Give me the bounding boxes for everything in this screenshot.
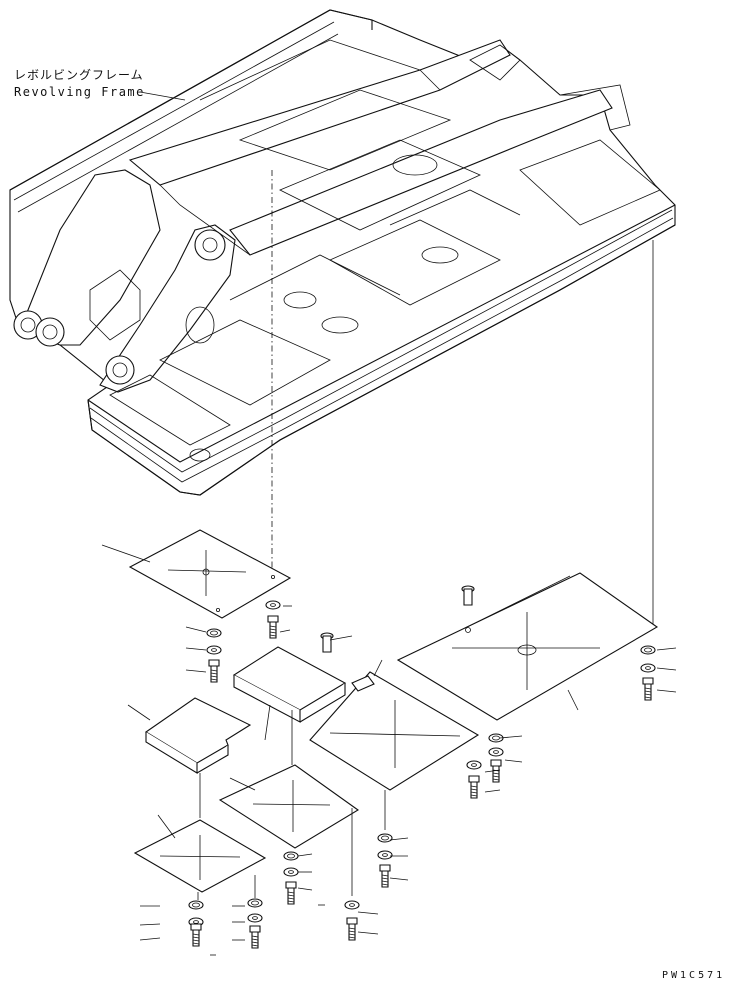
washer-hole [252, 916, 258, 920]
washer-hole [210, 630, 218, 636]
washer-hole [270, 603, 276, 607]
flat-washer [247, 913, 263, 923]
lock-washer [206, 628, 222, 638]
washer-hole [349, 903, 355, 907]
hex-bolt [379, 864, 391, 888]
lock-washer [377, 833, 393, 843]
lock-washer [283, 851, 299, 861]
hex-bolt [346, 917, 358, 941]
hex-bolt [642, 677, 654, 701]
lock-washer [247, 898, 263, 908]
flat-washer [488, 747, 504, 757]
hex-bolt [249, 925, 261, 949]
frame-skirt-front [87, 224, 676, 496]
washer-hole [287, 853, 295, 859]
cover-plate-middle [309, 659, 480, 791]
washer-hole [192, 902, 200, 908]
washer-hole [211, 648, 217, 652]
cover-plate-upper-left [101, 529, 292, 619]
locating-pin [320, 632, 334, 653]
lock-washer [188, 900, 204, 910]
cover-plate-lower-left [133, 814, 267, 893]
rubber-pad-upper [232, 646, 347, 741]
flat-washer [344, 900, 360, 910]
washer-hole [251, 900, 259, 906]
hex-bolt [208, 659, 220, 683]
washer-hole [288, 870, 294, 874]
hex-bolt [468, 775, 480, 799]
washer-hole [493, 750, 499, 754]
revolving-frame [9, 9, 676, 496]
drawing-number: PW1C571 [662, 970, 726, 981]
part-name-english: Revolving Frame [14, 85, 145, 99]
boom-bracket-left [19, 169, 161, 346]
flat-washer [283, 867, 299, 877]
flat-washer [265, 600, 281, 610]
flat-washer [640, 663, 656, 673]
washer-hole [644, 647, 652, 653]
washer-hole [381, 835, 389, 841]
locating-pin [461, 585, 475, 606]
washer-hole [382, 853, 388, 857]
flat-washer [466, 760, 482, 770]
washer-hole [492, 735, 500, 741]
fastener-set [188, 585, 656, 949]
washer-hole [645, 666, 651, 670]
hex-bolt [267, 615, 279, 639]
part-name-japanese: レボルビングフレーム [14, 68, 144, 82]
leader-lines [139, 605, 677, 956]
lock-washer [640, 645, 656, 655]
hex-bolt [285, 881, 297, 905]
washer-hole [193, 920, 199, 924]
washer-hole [471, 763, 477, 767]
flat-washer [206, 645, 222, 655]
hex-bolt [190, 923, 202, 947]
boom-bracket-right [99, 224, 236, 393]
cover-plate-lower-center [218, 710, 360, 849]
cover-plate-right-large [396, 572, 659, 721]
flat-washer [377, 850, 393, 860]
rubber-pad-lower [127, 697, 252, 818]
